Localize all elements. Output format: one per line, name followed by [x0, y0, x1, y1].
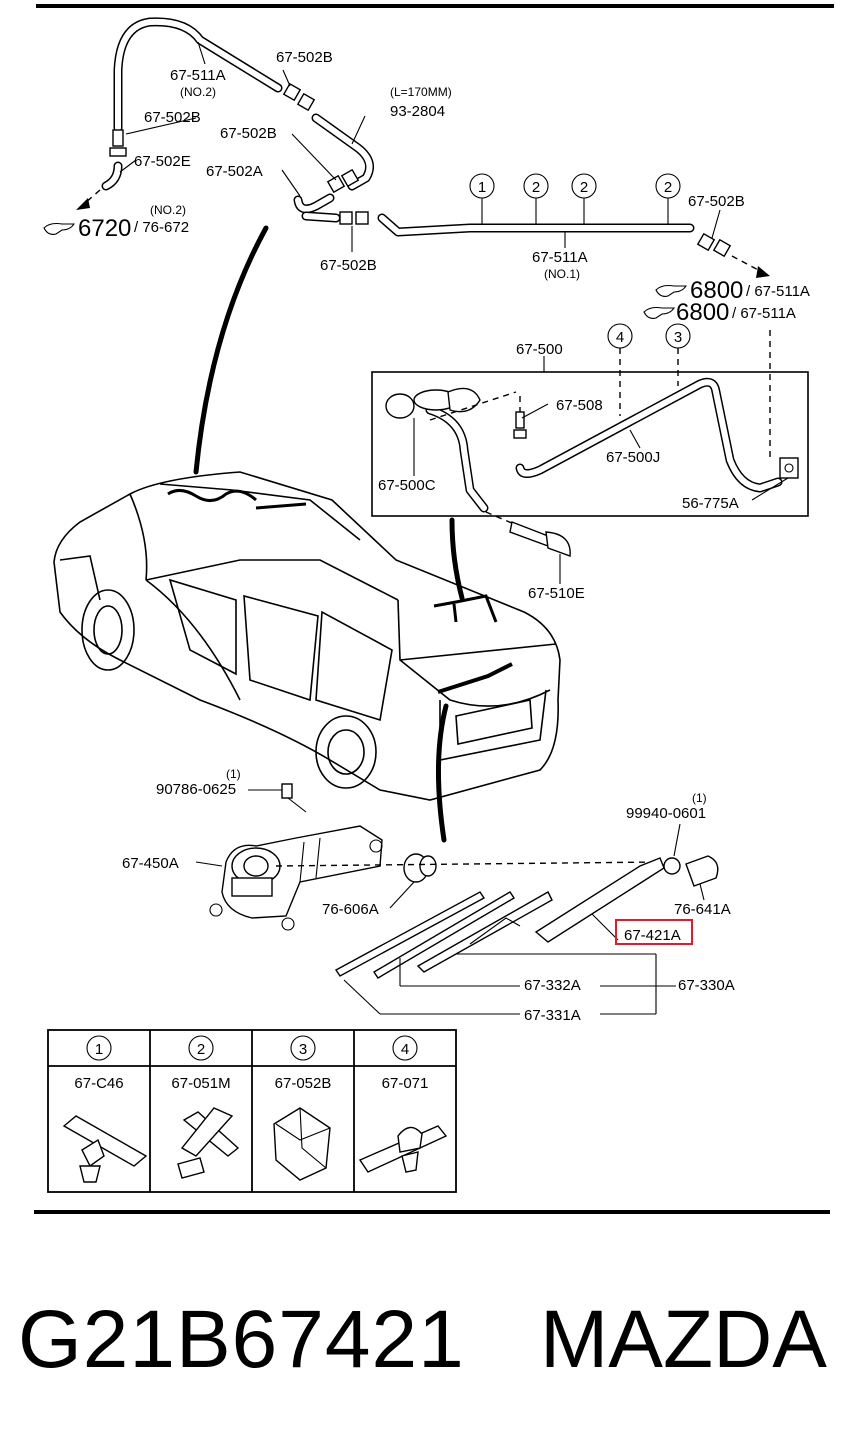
label-67-450A: 67-450A: [122, 855, 179, 872]
cap-76-641A: 76-641A: [674, 855, 731, 918]
callout-2c: 2: [664, 179, 672, 196]
label-67-500: 67-500: [516, 341, 563, 358]
vehicle-body: [53, 471, 561, 801]
label-L170: (L=170MM): [390, 85, 452, 99]
label-99940-0601: 99940-0601: [626, 805, 706, 822]
label-67-330A: 67-330A: [678, 977, 735, 994]
table-header-2: 2: [197, 1041, 205, 1058]
clip-67-C46-drawing: [62, 1115, 148, 1183]
highlight-box: [615, 919, 693, 945]
label-56-775A: 56-775A: [682, 495, 739, 512]
label-6800-b: 6800: [676, 299, 729, 326]
table-part-3: 67-052B: [275, 1075, 332, 1092]
label-67-332A: 67-332A: [524, 977, 581, 994]
label-67-502E: 67-502E: [134, 153, 191, 170]
nut-99940-0601: (1) 99940-0601: [626, 791, 707, 875]
label-67-502B-left: 67-502B: [144, 109, 201, 126]
clip-67-052B-drawing: [273, 1107, 331, 1181]
part-number-footer: G21B67421 MAZDA: [0, 1290, 864, 1410]
table-part-4: 67-071: [382, 1075, 429, 1092]
label-67-502B-right: 67-502B: [688, 193, 745, 210]
clip-table: 1 2 3 4 67-C46 67-051M 67-052B 67-071: [47, 1029, 457, 1193]
table-part-2: 67-051M: [171, 1075, 230, 1092]
leaders-top: [119, 41, 721, 252]
label-67-331A: 67-331A: [524, 1007, 581, 1024]
callout-3: 3: [674, 329, 682, 346]
label-76-606A: 76-606A: [322, 901, 379, 918]
washer-nozzle-67-510E: 67-510E: [485, 511, 585, 602]
callout-circles: 1 2 2 2 4 3: [469, 173, 691, 349]
label-no2-a: (NO.2): [180, 85, 216, 99]
label-no1: (NO.1): [544, 267, 580, 281]
label-67-502B-top: 67-502B: [276, 49, 333, 66]
label-67-508: 67-508: [556, 397, 603, 414]
label-67-500J: 67-500J: [606, 449, 660, 466]
brand-name: MAZDA: [540, 1294, 827, 1385]
label-6720: 6720: [78, 215, 131, 242]
label-67-511A-no2: 67-511A: [170, 67, 226, 84]
guide-lines: [193, 225, 465, 843]
label-67-511A-ref-a: / 67-511A: [746, 283, 810, 300]
flow-arrow-left: [83, 189, 101, 205]
labels-top: 67-511A (NO.2) 67-502B (L=170MM) 93-2804…: [78, 49, 810, 326]
label-76-672: / 76-672: [134, 219, 189, 236]
clip-67-071-drawing: [358, 1125, 448, 1173]
label-qty-1-a: (1): [226, 767, 241, 781]
washer-hose-no1: [377, 213, 695, 237]
axis-dash: [275, 861, 661, 867]
label-67-511A-no1: 67-511A: [532, 249, 588, 266]
label-93-2804: 93-2804: [390, 103, 445, 120]
wiper-blade-assembly: 67-332A 67-330A 67-331A: [334, 891, 735, 1024]
bolt-90786-0625: (1) 90786-0625: [156, 767, 307, 813]
table-header-4: 4: [401, 1041, 409, 1058]
label-67-502A: 67-502A: [206, 163, 263, 180]
wiper-arm-67-421A: 67-421A: [534, 857, 693, 945]
label-67-502B-mid: 67-502B: [220, 125, 277, 142]
table-part-1: 67-C46: [74, 1075, 123, 1092]
label-no2-b: (NO.2): [150, 203, 186, 217]
hose-connectors: [101, 82, 732, 258]
clip-67-051M-drawing: [177, 1107, 240, 1179]
callout-2b: 2: [580, 179, 588, 196]
nozzle-assembly-box: 67-500 67-508 67-500J 67-500C 56-775A: [371, 330, 809, 517]
label-67-500C: 67-500C: [378, 477, 436, 494]
label-qty-1-b: (1): [692, 791, 707, 805]
label-6800-a: 6800: [690, 277, 743, 304]
pointer-hand-icon: [43, 222, 688, 319]
washer-hose-no2: [113, 17, 375, 223]
rear-wiper-motor: 67-450A: [122, 825, 383, 931]
label-67-510E: 67-510E: [528, 585, 585, 602]
label-67-421A: 67-421A: [624, 927, 681, 944]
label-76-641A: 76-641A: [674, 901, 731, 918]
callout-2a: 2: [532, 179, 540, 196]
label-90786-0625: 90786-0625: [156, 781, 236, 798]
label-67-511A-ref-b: / 67-511A: [732, 305, 796, 322]
label-67-502B-bottom: 67-502B: [320, 257, 377, 274]
table-header-1: 1: [95, 1041, 103, 1058]
callout-1: 1: [478, 179, 486, 196]
part-number: G21B67421: [18, 1294, 465, 1385]
table-header-3: 3: [299, 1041, 307, 1058]
flow-arrow-right: [731, 255, 763, 273]
callout-4: 4: [616, 329, 624, 346]
grommet-76-606A: 76-606A: [322, 853, 437, 918]
